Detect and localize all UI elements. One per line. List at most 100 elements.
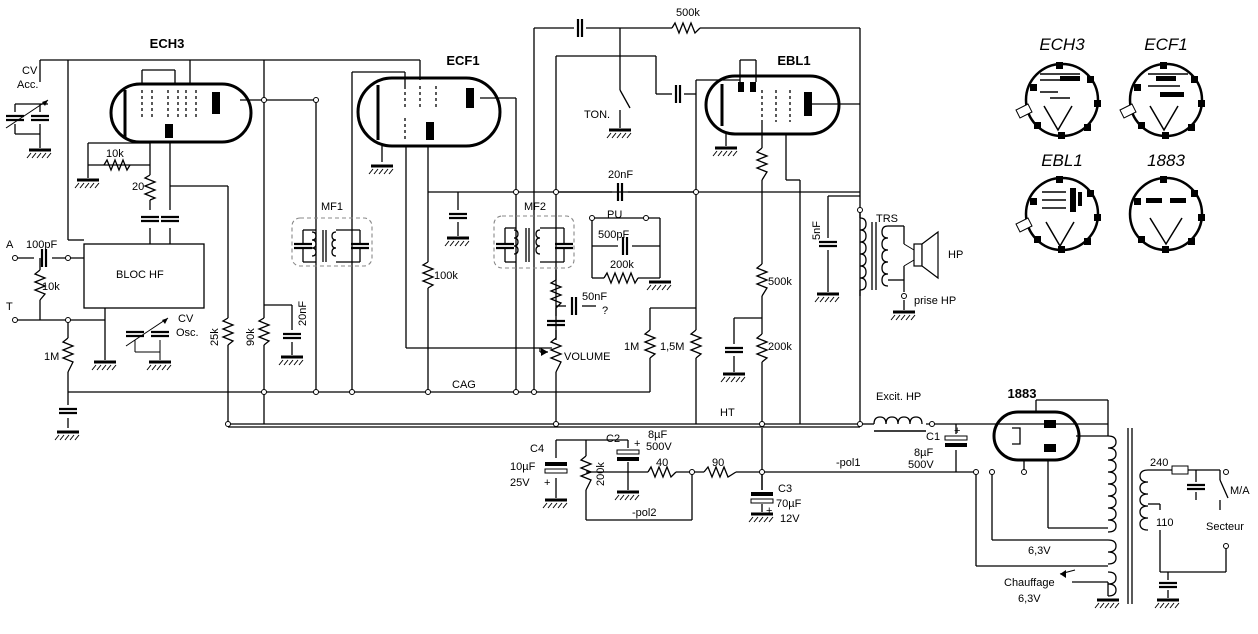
electrolytic-capacitors: + + + + bbox=[544, 425, 968, 517]
label-cv-osc-1: CV bbox=[178, 313, 194, 325]
socket-1883 bbox=[1128, 176, 1205, 253]
socket-label-1883: 1883 bbox=[1147, 151, 1185, 170]
label-c100pf: 100pF bbox=[26, 239, 57, 251]
tube-1883 bbox=[992, 410, 1081, 462]
tube-label-1883: 1883 bbox=[1008, 386, 1037, 401]
label-c2-v1: 8µF bbox=[648, 429, 667, 441]
label-v63-b: 6,3V bbox=[1018, 593, 1041, 605]
svg-text:+: + bbox=[954, 425, 960, 437]
tube-label-ech3: ECH3 bbox=[150, 36, 185, 51]
label-r200k-a: 200k bbox=[610, 259, 634, 271]
label-cv-acc-1: CV bbox=[22, 65, 38, 77]
label-t240: 240 bbox=[1150, 457, 1168, 469]
label-c2-v2: 500V bbox=[646, 441, 672, 453]
label-r500k-top: 500k bbox=[676, 7, 700, 19]
label-a: A bbox=[6, 239, 14, 251]
svg-text:+: + bbox=[766, 505, 772, 517]
bloc-hf-box bbox=[83, 243, 205, 309]
volume-wiper-icon bbox=[541, 348, 548, 356]
label-cag: CAG bbox=[452, 379, 476, 391]
label-r40: 40 bbox=[656, 457, 668, 469]
label-mf1: MF1 bbox=[321, 201, 343, 213]
label-pol2: -pol2 bbox=[632, 507, 656, 519]
label-pu: PU bbox=[607, 209, 622, 221]
label-r15m: 1,5M bbox=[660, 341, 684, 353]
mf2-transformer bbox=[493, 215, 575, 269]
label-v63-a: 6,3V bbox=[1028, 545, 1051, 557]
wiring bbox=[14, 27, 1227, 598]
label-cv-acc-2: Acc. bbox=[17, 79, 38, 91]
mains-fuse bbox=[1171, 465, 1189, 475]
label-r1m-a: 1M bbox=[44, 351, 59, 363]
label-c4-v1: 10µF bbox=[510, 461, 536, 473]
tube-label-ecf1: ECF1 bbox=[446, 53, 479, 68]
label-r10k-a: 10k bbox=[106, 148, 124, 160]
label-r200k-c: 200k bbox=[595, 462, 607, 486]
mains-transformer bbox=[1107, 428, 1149, 604]
ground-symbols bbox=[25, 128, 1181, 610]
label-secteur: Secteur bbox=[1206, 521, 1244, 533]
label-r10k-b: 10k bbox=[42, 281, 60, 293]
label-c1: C1 bbox=[926, 431, 940, 443]
tube-label-ebl1: EBL1 bbox=[777, 53, 810, 68]
label-ht: HT bbox=[720, 407, 735, 419]
ma-switch bbox=[1219, 479, 1229, 499]
label-r90: 90 bbox=[712, 457, 724, 469]
label-r100k: 100k bbox=[434, 270, 458, 282]
component-labels: CV Acc. 10k 20 A 100pF 10k T BLOC HF CV … bbox=[6, 7, 1250, 605]
label-prise-hp: prise HP bbox=[914, 295, 956, 307]
label-r20: 20 bbox=[132, 181, 144, 193]
label-hp: HP bbox=[948, 249, 963, 261]
label-c1-v2: 500V bbox=[908, 459, 934, 471]
output-transformer bbox=[859, 217, 889, 291]
label-pol1: -pol1 bbox=[836, 457, 860, 469]
label-r90k: 90k bbox=[245, 328, 257, 346]
terminal-nodes bbox=[12, 97, 1229, 549]
socket-ech3 bbox=[1015, 62, 1101, 139]
label-trs: TRS bbox=[876, 213, 898, 225]
label-volume: VOLUME bbox=[564, 351, 610, 363]
label-c4: C4 bbox=[530, 443, 544, 455]
label-t110: 110 bbox=[1156, 517, 1174, 529]
label-r500k-b: 500k bbox=[768, 276, 792, 288]
label-c50nf: 50nF bbox=[582, 291, 607, 303]
label-r200k-b: 200k bbox=[768, 341, 792, 353]
label-cv-osc-2: Osc. bbox=[176, 327, 199, 339]
speaker-icon bbox=[903, 230, 939, 280]
label-c3-v1: 70µF bbox=[776, 498, 802, 510]
label-q: ? bbox=[602, 305, 608, 317]
ton-switch bbox=[619, 89, 631, 109]
label-ma: M/A bbox=[1230, 485, 1250, 497]
tube-ecf1 bbox=[356, 76, 502, 148]
label-bloc-hf: BLOC HF bbox=[116, 269, 164, 281]
socket-ecf1 bbox=[1119, 62, 1205, 139]
label-t: T bbox=[6, 301, 13, 313]
label-ton: TON. bbox=[584, 109, 610, 121]
excit-hp-coil bbox=[873, 416, 923, 425]
label-c3: C3 bbox=[778, 483, 792, 495]
resistors bbox=[33, 21, 769, 491]
socket-label-ebl1: EBL1 bbox=[1041, 151, 1083, 170]
label-r1m-b: 1M bbox=[624, 341, 639, 353]
label-r25k: 25k bbox=[209, 328, 221, 346]
svg-text:+: + bbox=[544, 477, 550, 489]
label-c3-v2: 12V bbox=[780, 513, 800, 525]
capacitors bbox=[4, 17, 1207, 589]
socket-label-ecf1: ECF1 bbox=[1144, 35, 1187, 54]
label-c4-v2: 25V bbox=[510, 477, 530, 489]
socket-label-ech3: ECH3 bbox=[1039, 35, 1085, 54]
label-mf2: MF2 bbox=[524, 201, 546, 213]
label-c20nf-b: 20nF bbox=[608, 169, 633, 181]
svg-text:+: + bbox=[634, 438, 640, 450]
tube-ebl1 bbox=[704, 74, 841, 136]
label-chauffage: Chauffage bbox=[1004, 577, 1055, 589]
tube-ech3 bbox=[109, 82, 253, 144]
label-excit-hp: Excit. HP bbox=[876, 391, 921, 403]
label-c500pf: 500pF bbox=[598, 229, 629, 241]
label-c20nf-a: 20nF bbox=[297, 301, 309, 326]
label-c1-v1: 8µF bbox=[914, 447, 933, 459]
label-c5nf: 5nF bbox=[811, 221, 823, 240]
label-c2: C2 bbox=[606, 433, 620, 445]
socket-ebl1 bbox=[1015, 176, 1101, 253]
